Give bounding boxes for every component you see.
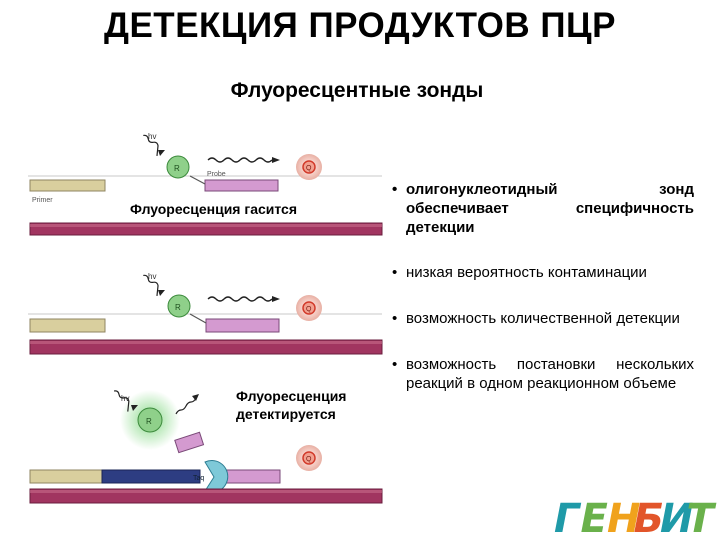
quencher-label: Q xyxy=(306,306,312,313)
probe-label: Probe xyxy=(207,171,226,178)
reporter-label: R xyxy=(175,303,181,312)
logo-letter: Т xyxy=(687,496,717,538)
logo-letter: Б xyxy=(634,496,665,538)
reporter-label: R xyxy=(174,164,180,173)
probe-fragment xyxy=(174,431,205,454)
taq-polymerase xyxy=(204,460,229,493)
excitation-wave xyxy=(143,274,159,297)
extended-strand xyxy=(101,469,201,484)
probe-remainder xyxy=(225,469,281,484)
logo-letter: Е xyxy=(581,496,608,538)
quencher-label: Q xyxy=(306,456,312,463)
probe-bar xyxy=(205,318,280,333)
panel-quenched: Primer Probe R Q hv xyxy=(28,132,383,236)
reporter-label: R xyxy=(146,417,152,426)
logo-letter: Н xyxy=(607,496,640,538)
hv-label: hv xyxy=(148,132,156,141)
list-item: возможность постановки нескольких реакци… xyxy=(392,355,694,393)
panel-cleaved: R hv Taq Q xyxy=(29,390,383,504)
advantages-list: олигонуклеотидный зонд обеспечивает спец… xyxy=(392,180,694,393)
reporter-dye xyxy=(167,294,191,318)
emission-wave xyxy=(175,397,197,415)
primer-bar xyxy=(29,179,106,192)
primer-label: Primer xyxy=(32,197,53,204)
excitation-wave xyxy=(113,390,130,412)
energy-transfer-wave xyxy=(207,157,273,163)
page-subtitle: Флуоресцентные зонды xyxy=(230,79,484,102)
page-title: ДЕТЕКЦИЯ ПРОДУКТОВ ПЦР xyxy=(104,6,616,45)
energy-transfer-wave xyxy=(207,296,273,302)
logo-letter: Г xyxy=(554,496,582,538)
logo-letter: И xyxy=(660,496,693,538)
probe-bar xyxy=(204,179,279,192)
detected-label-line1: Флуоресценция xyxy=(236,388,347,404)
panel-annealed: R Q hv xyxy=(28,272,383,355)
reporter-dye xyxy=(137,407,163,433)
hv-label: hv xyxy=(121,394,129,403)
primer-bar xyxy=(29,469,103,484)
detected-label-line2: детектируется xyxy=(236,406,336,422)
list-item: возможность количественной детекции xyxy=(392,309,694,328)
hv-label: hv xyxy=(148,272,156,281)
taq-label: Taq xyxy=(193,475,204,482)
excitation-wave xyxy=(143,134,159,157)
detected-label: Флуоресценция детектируется xyxy=(236,387,346,423)
reporter-dye xyxy=(166,155,190,179)
list-item: низкая вероятность контаминации xyxy=(392,263,694,282)
quenched-label: Флуоресценция гасится xyxy=(130,201,297,217)
quencher-label: Q xyxy=(306,165,312,172)
primer-bar xyxy=(29,318,106,333)
list-item: олигонуклеотидный зонд обеспечивает спец… xyxy=(392,180,694,237)
